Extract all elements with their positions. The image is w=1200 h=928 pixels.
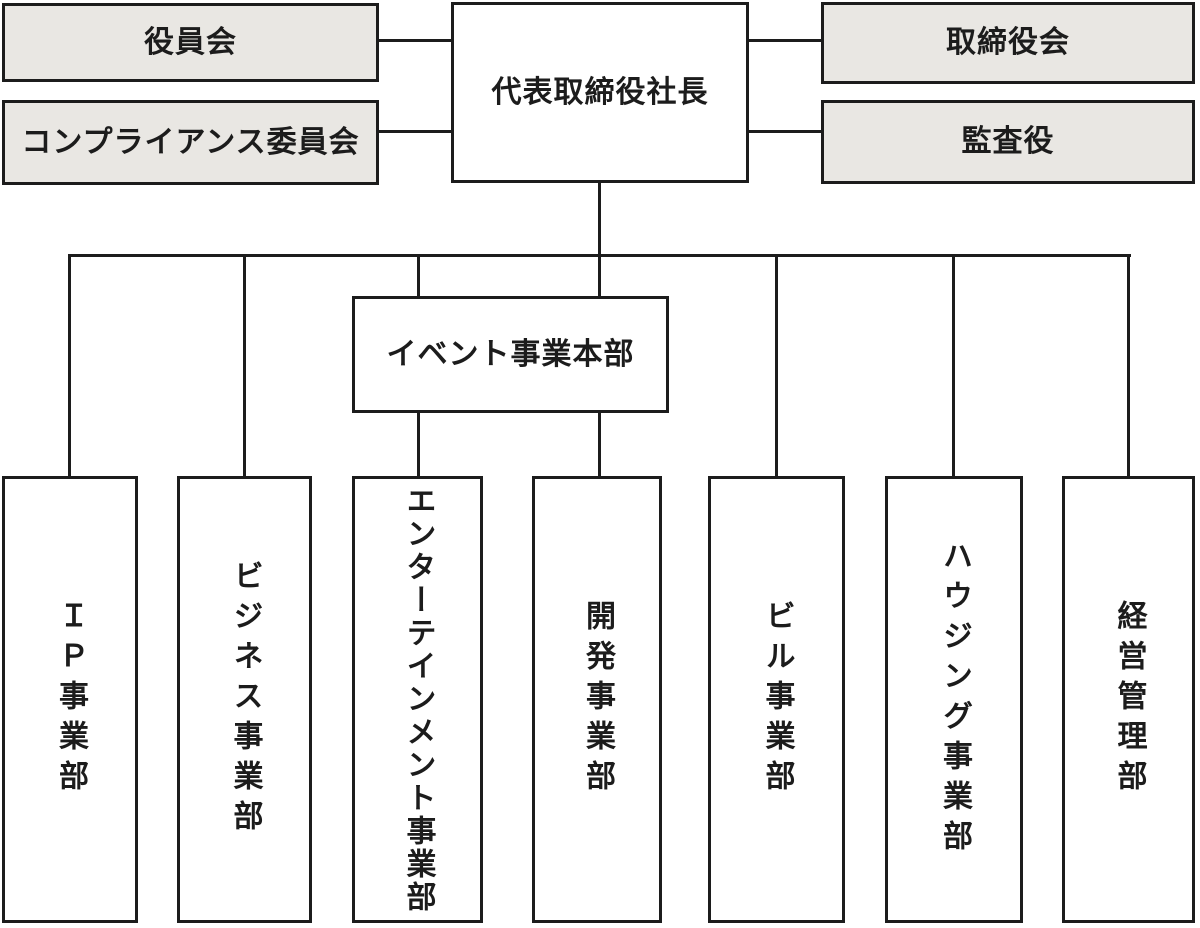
board-of-directors-label: 取締役会 [946, 26, 1070, 59]
department-box-development: 開発事業部 [532, 476, 662, 923]
department-box-corporate-admin: 経営管理部 [1062, 476, 1195, 923]
department-label-housing: ハウジング事業部 [938, 539, 971, 860]
board-of-directors-box: 取締役会 [821, 2, 1195, 84]
department-label-entertainment: エンターテインメント事業部 [401, 485, 435, 914]
department-label-business: ビジネス事業部 [228, 559, 262, 840]
department-label-building: ビル事業部 [760, 599, 794, 800]
auditor-label: 監査役 [961, 125, 1055, 158]
board-of-officers-label: 役員会 [144, 25, 237, 59]
department-box-business: ビジネス事業部 [177, 476, 312, 923]
board-of-officers-box: 役員会 [2, 3, 379, 82]
compliance-committee-box: コンプライアンス委員会 [2, 100, 379, 185]
president-label: 代表取締役社長 [491, 75, 709, 109]
connector-president-to-directors [749, 39, 821, 42]
connector-drop-ip [68, 254, 71, 478]
connector-drop-building [775, 254, 778, 478]
connector-president-to-auditor [749, 130, 821, 133]
president-box: 代表取締役社長 [451, 2, 749, 183]
event-business-hq-box: イベント事業本部 [352, 296, 669, 413]
connector-compliance-to-president [379, 130, 451, 133]
department-label-corporate-admin: 経営管理部 [1112, 599, 1146, 800]
department-label-ip: ＩＰ事業部 [54, 599, 87, 800]
department-box-entertainment: エンターテインメント事業部 [352, 476, 483, 923]
connector-officers-to-president [379, 39, 451, 42]
auditor-box: 監査役 [821, 100, 1195, 184]
connector-drop-housing [952, 254, 955, 478]
department-label-development: 開発事業部 [581, 599, 614, 800]
department-box-housing: ハウジング事業部 [885, 476, 1023, 923]
department-box-ip: ＩＰ事業部 [2, 476, 138, 923]
event-business-hq-label: イベント事業本部 [386, 337, 635, 371]
department-box-building: ビル事業部 [708, 476, 845, 923]
compliance-committee-label: コンプライアンス委員会 [21, 125, 360, 159]
connector-drop-admin [1127, 254, 1130, 478]
connector-drop-business [243, 254, 246, 478]
connector-president-down [598, 183, 601, 257]
